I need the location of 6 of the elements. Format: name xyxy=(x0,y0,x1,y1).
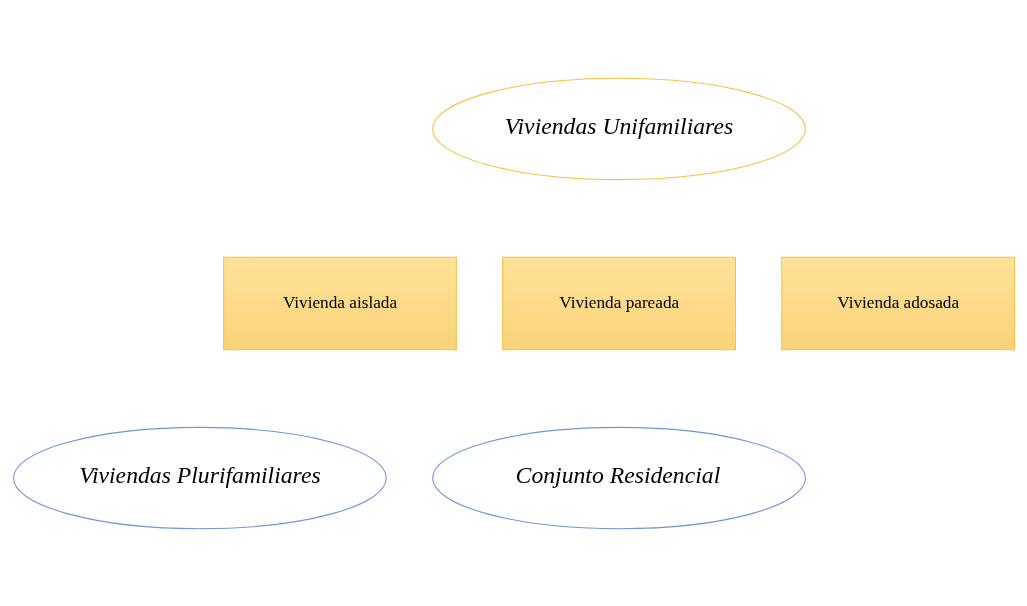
node-ellipse: Viviendas Unifamiliares xyxy=(431,77,806,180)
node-box: Vivienda adosada xyxy=(780,256,1015,350)
node-ellipse: Viviendas Plurifamiliares xyxy=(12,426,387,529)
node-box: Vivienda aislada xyxy=(222,256,457,350)
node-box: Vivienda pareada xyxy=(501,256,736,350)
node-ellipse: Conjunto Residencial xyxy=(431,426,806,529)
